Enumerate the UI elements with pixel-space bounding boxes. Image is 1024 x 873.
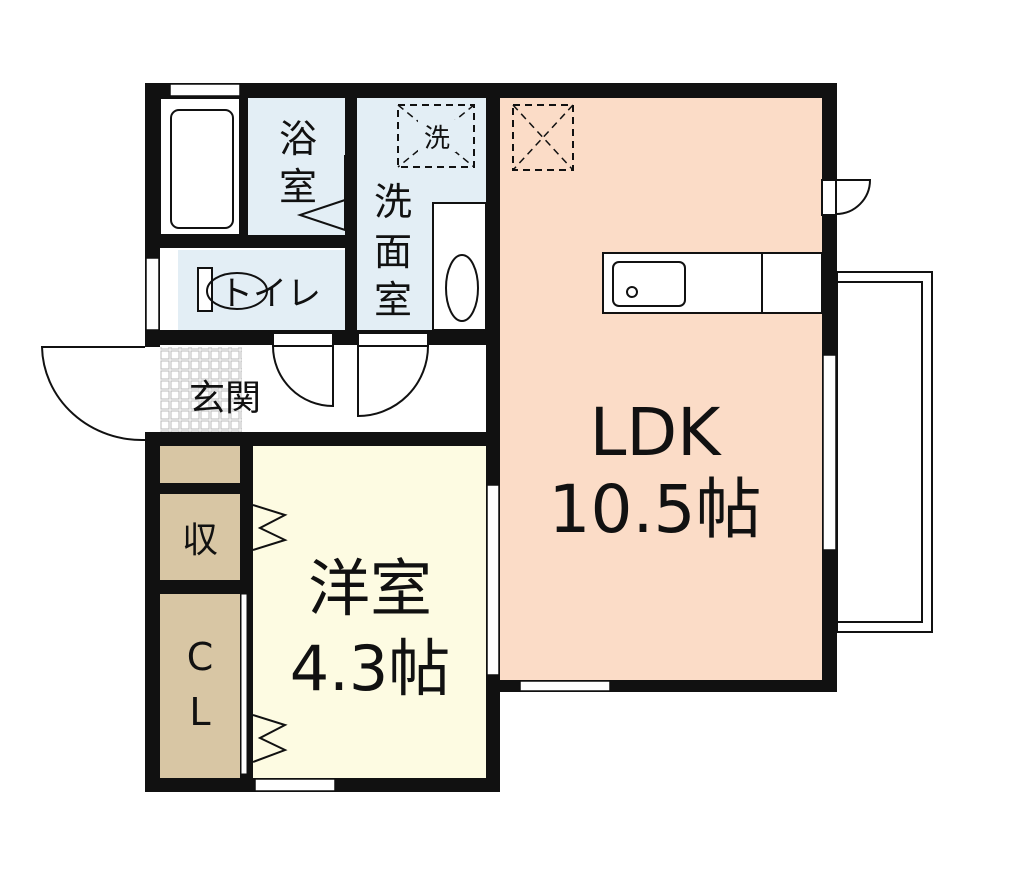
storage-floor xyxy=(160,494,240,580)
storage-top xyxy=(160,446,240,483)
toilet-tank xyxy=(197,267,213,312)
closet-rail xyxy=(240,593,248,775)
bathroom-door xyxy=(296,155,346,232)
closet-floor xyxy=(160,594,240,778)
washroom-label: 面 xyxy=(374,230,412,274)
toilet-bowl xyxy=(206,272,268,310)
washer-label: 洗 xyxy=(424,124,450,154)
kitchen-sink xyxy=(612,261,686,307)
ldk-floor xyxy=(500,98,823,680)
western-room-size: 4.3帖 xyxy=(290,632,451,705)
western-room-label: 洋室 xyxy=(308,552,432,625)
closet-label: L xyxy=(189,690,210,734)
bathroom-label: 室 xyxy=(279,165,317,209)
storage-label: 収 xyxy=(182,520,218,561)
toilet-label: トイレ xyxy=(219,274,321,314)
entrance-label: 玄関 xyxy=(189,378,261,419)
bathroom-floor xyxy=(248,98,345,235)
fridge-space xyxy=(512,104,574,171)
windows xyxy=(145,83,837,792)
storage-folding-door xyxy=(252,504,288,551)
bathtub-inner xyxy=(170,109,234,229)
sink xyxy=(445,254,479,322)
washroom-label: 洗 xyxy=(374,180,412,224)
closet-label: C xyxy=(187,635,214,679)
washer-space xyxy=(397,104,475,168)
closet-folding-door xyxy=(252,714,288,763)
ldk-size: 10.5帖 xyxy=(549,471,762,548)
ldk-label: LDK xyxy=(590,394,723,471)
doors xyxy=(40,179,872,442)
entrance-floor xyxy=(160,347,242,432)
bathroom-label: 浴 xyxy=(279,117,317,161)
western-room-floor xyxy=(253,446,488,778)
balcony xyxy=(836,271,933,633)
washroom-label: 室 xyxy=(374,278,412,322)
